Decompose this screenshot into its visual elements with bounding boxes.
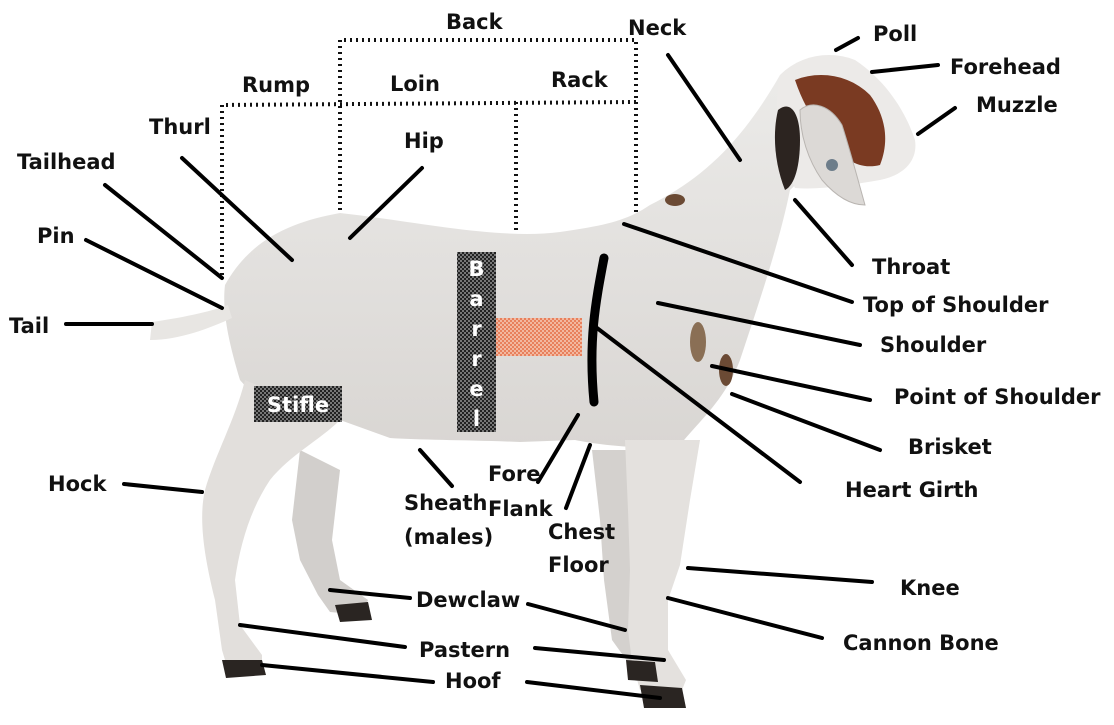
fore-flank-highlight [496,318,582,356]
shoulder-spot [690,322,706,362]
leader-forehead [870,63,940,74]
label-pastern: Pastern [419,638,510,662]
label-pin: Pin [37,224,75,248]
label-muzzle: Muzzle [976,93,1058,117]
barrel-letter: r [471,347,482,371]
leader-cannon-bone [666,596,824,640]
label-top-of-shoulder: Top of Shoulder [863,293,1049,317]
leader-fore-flank [536,413,580,484]
leader-pastern-front [533,646,666,662]
leader-poll [834,36,860,52]
label-loin: Loin [390,72,440,96]
label-chest-floor-line2: Floor [548,553,609,577]
far-hind-leg [292,450,368,615]
leader-dewclaw-front [526,602,627,632]
leader-hoof-front [525,680,662,700]
label-rump: Rump [242,73,310,97]
leader-top-of-shoulder [622,222,854,304]
hind-hoof [222,660,266,678]
region-brackets [220,38,638,275]
label-brisket: Brisket [908,435,992,459]
leader-lines [64,36,957,700]
label-tail: Tail [9,314,49,338]
leader-throat [793,198,854,267]
goat-body [224,68,817,448]
barrel-letter: r [471,317,482,341]
barrel-letter: a [469,287,483,311]
barrel-letter: e [469,377,483,401]
front-hoof [640,685,686,708]
leader-shoulder [656,301,862,347]
label-hip: Hip [404,129,444,153]
far-hind-hoof [335,602,372,622]
goat-ear [799,104,866,206]
leader-point-of-shoulder [710,364,872,402]
withers-spot [665,194,685,206]
label-cannon-bone: Cannon Bone [843,631,999,655]
goat-tail [150,305,232,340]
leader-tailhead [103,183,224,280]
leader-pastern-hind [238,623,407,649]
label-thurl: Thurl [149,115,211,139]
label-point-of-shoulder: Point of Shoulder [894,385,1101,409]
label-hock: Hock [48,472,107,496]
near-hind-leg [202,380,340,672]
rump-loin-rack-bracket [220,100,637,275]
label-neck: Neck [628,16,687,40]
anatomy-labels: Back Neck Poll Forehead Muzzle Rump Loin… [9,10,1101,693]
leader-pin [84,238,224,310]
leader-brisket [730,392,882,452]
label-knee: Knee [900,576,960,600]
label-stifle: Stifle [267,393,329,417]
label-poll: Poll [873,22,917,46]
leader-muzzle [916,106,957,136]
label-forehead: Forehead [950,55,1061,79]
goat-illustration [150,55,916,708]
leader-thurl [180,156,294,262]
near-front-leg [625,440,700,695]
leader-dewclaw-hind [328,588,412,600]
goat-ear-shadow [774,106,800,190]
label-chest-floor-line1: Chest [548,520,615,544]
leader-knee [686,566,874,584]
barrel-label-box [457,252,496,432]
goat-eye [826,159,838,171]
leader-chest-floor [564,443,592,510]
leader-neck [666,53,742,162]
barrel-label: B a r r e l [468,257,484,431]
label-sheath-line1: Sheath [404,491,487,515]
barrel-letter: B [468,257,484,281]
label-back: Back [446,10,504,34]
label-tailhead: Tailhead [17,150,116,174]
leader-heart-girth [595,326,802,484]
far-front-hoof [626,660,658,682]
label-fore-flank-line2: Flank [488,497,554,521]
leader-hoof-hind [260,663,435,684]
leader-hip [348,166,424,240]
label-dewclaw: Dewclaw [416,588,520,612]
back-bracket [338,38,638,215]
label-heart-girth: Heart Girth [845,478,978,502]
label-hoof: Hoof [445,669,501,693]
label-fore-flank-line1: Fore [488,462,541,486]
leader-hock [122,482,204,494]
heart-girth-line [587,253,609,407]
goat-head-patch [795,75,886,167]
label-shoulder: Shoulder [880,333,987,357]
leader-sheath [418,448,454,488]
label-rack: Rack [551,68,609,92]
label-sheath-line2: (males) [404,525,493,549]
barrel-letter: l [473,407,480,431]
label-throat: Throat [872,255,950,279]
stifle-label-box [254,386,342,422]
